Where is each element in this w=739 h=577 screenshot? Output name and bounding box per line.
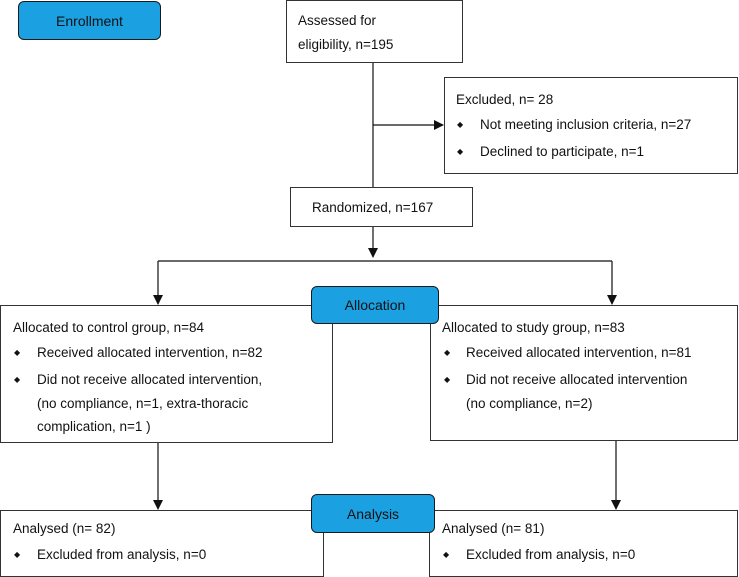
excluded-item-1: Not meeting inclusion criteria, n=27 xyxy=(480,117,692,132)
assessed-line1: Assessed for xyxy=(298,13,377,28)
study-analysis-item: Excluded from analysis, n=0 xyxy=(466,547,636,562)
study-analysis-title: Analysed (n= 81) xyxy=(442,521,545,536)
bullet-icon: ◆ xyxy=(14,550,21,559)
control-allocation-box: Allocated to control group, n=84 ◆ Recei… xyxy=(0,305,333,443)
control-item-2-line1: Did not receive allocated intervention, xyxy=(37,372,263,387)
control-analysis-title: Analysed (n= 82) xyxy=(13,521,116,536)
excluded-item-2: Declined to participate, n=1 xyxy=(480,144,644,159)
enrollment-text: Enrollment xyxy=(56,12,123,29)
bullet-icon: ◆ xyxy=(457,147,464,156)
assessed-box: Assessed for eligibility, n=195 xyxy=(286,0,463,63)
bullet-icon: ◆ xyxy=(14,375,21,384)
excluded-box: Excluded, n= 28 ◆ Not meeting inclusion … xyxy=(444,77,738,174)
allocation-stage-label: Allocation xyxy=(311,286,439,324)
study-analysis-box: Analysed (n= 81) ◆ Excluded from analysi… xyxy=(429,510,738,577)
bullet-icon: ◆ xyxy=(443,550,450,559)
allocation-text: Allocation xyxy=(344,297,406,313)
study-item-1: Received allocated intervention, n=81 xyxy=(466,345,692,360)
assessed-line2: eligibility, n=195 xyxy=(298,37,394,52)
bullet-icon: ◆ xyxy=(14,348,21,357)
control-analysis-item: Excluded from analysis, n=0 xyxy=(37,547,207,562)
bullet-icon: ◆ xyxy=(444,348,451,357)
study-item-2-line2: (no compliance, n=2) xyxy=(466,396,593,411)
bullet-icon: ◆ xyxy=(457,120,464,129)
control-item-1: Received allocated intervention, n=82 xyxy=(37,345,263,360)
randomized-text: Randomized, n=167 xyxy=(312,200,434,215)
control-analysis-box: Analysed (n= 82) ◆ Excluded from analysi… xyxy=(0,510,324,577)
bullet-icon: ◆ xyxy=(444,375,451,384)
control-item-2-line2: (no compliance, n=1, extra-thoracic xyxy=(37,396,249,411)
analysis-text: Analysis xyxy=(346,505,400,522)
study-title: Allocated to study group, n=83 xyxy=(442,320,625,335)
study-item-2-line1: Did not receive allocated intervention xyxy=(466,372,688,387)
randomized-box: Randomized, n=167 xyxy=(290,187,473,227)
excluded-title: Excluded, n= 28 xyxy=(456,92,554,107)
analysis-stage-label: Analysis xyxy=(311,494,435,533)
control-title: Allocated to control group, n=84 xyxy=(13,320,205,335)
enrollment-stage-label: Enrollment xyxy=(18,1,161,40)
study-allocation-box: Allocated to study group, n=83 ◆ Receive… xyxy=(430,305,738,441)
control-item-2-line3: complication, n=1 ) xyxy=(37,419,151,434)
